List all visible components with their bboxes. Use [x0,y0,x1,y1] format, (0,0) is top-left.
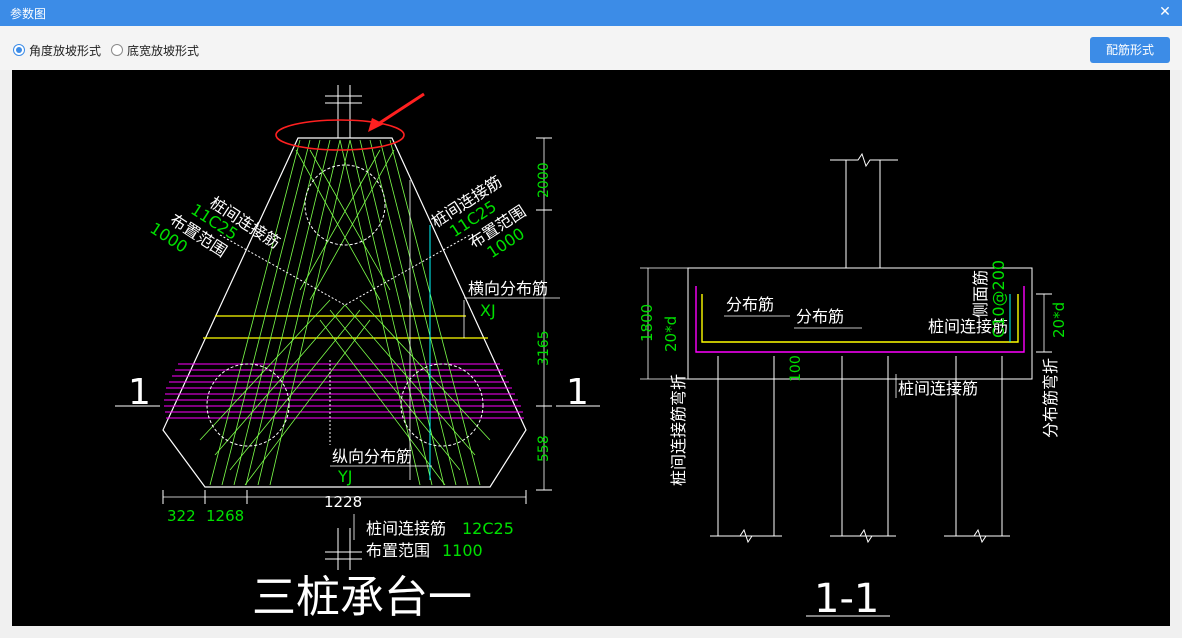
rebar-form-button[interactable]: 配筋形式 [1090,37,1170,63]
pile-top [304,164,386,246]
value-bottom-range: 1100 [442,541,483,560]
pile-bottom-right [400,363,484,447]
dim-3165: 3165 [536,330,552,366]
close-icon[interactable]: ✕ [1159,4,1171,20]
annotation-arrow-icon [368,118,384,132]
label-side: 侧面筋 [971,270,990,318]
dim-20d-left: 20*d [662,316,680,352]
green-connection-bars [199,139,491,486]
width-slope-radio[interactable]: 底宽放坡形式 [111,42,199,58]
dim-558: 558 [536,435,552,462]
section-1-1: 1800 20*d 100 分布筋 分布筋 桩间连接筋 侧面筋 C10@200 … [638,152,1068,622]
value-xj: XJ [480,301,496,320]
radio-unchecked-icon [111,44,123,56]
label-dist1: 分布筋 [726,295,774,314]
value-bottom-conn: 12C25 [462,519,514,538]
cad-drawing: 2000 3165 558 322 1268 1228 1 1 桩间连接筋 11… [115,85,1068,623]
annotation-circle [275,119,405,151]
pile-cap-plan: 2000 3165 558 322 1268 1228 1 1 桩间连接筋 11… [115,85,600,623]
right-drawing-title: 1-1 [814,576,879,622]
dim-1228: 1228 [324,493,362,511]
label-conn-bottom: 桩间连接筋 [898,379,978,398]
left-drawing-title: 三桩承台一 [252,572,472,623]
dim-20d-right: 20*d [1050,302,1068,338]
cap-outline [162,137,527,488]
magenta-bottom-bars [164,363,524,419]
dim-100: 100 [788,355,804,382]
dim-322: 322 [167,507,196,525]
radio-checked-icon [13,44,25,56]
section-mark-left: 1 [128,372,151,413]
label-bottom-range: 布置范围 [366,541,430,560]
label-transverse: 横向分布筋 [468,279,548,298]
angle-slope-radio[interactable]: 角度放坡形式 [13,42,101,58]
label-conn: 桩间连接筋 [928,317,1008,336]
cap-section [687,267,1033,380]
width-slope-label: 底宽放坡形式 [127,43,200,58]
value-side: C10@200 [989,260,1008,338]
title-bar: 参数图 ✕ [0,0,1182,26]
value-yj: YJ [337,467,353,486]
label-longitudinal: 纵向分布筋 [332,447,412,466]
toolbar: 角度放坡形式 底宽放坡形式 配筋形式 [0,26,1182,70]
window-title: 参数图 [10,7,47,21]
label-dist2: 分布筋 [796,307,844,326]
angle-slope-label: 角度放坡形式 [29,43,102,58]
dim-1268: 1268 [206,507,244,525]
parameter-drawing-canvas: 2000 3165 558 322 1268 1228 1 1 桩间连接筋 11… [12,70,1170,626]
section-mark-right: 1 [566,372,589,413]
dim-2000: 2000 [536,162,552,198]
label-vert-right: 分布筋弯折 [1041,358,1060,438]
label-bottom-conn: 桩间连接筋 [366,519,446,538]
dim-1800: 1800 [638,304,656,342]
label-vert-left: 桩间连接筋弯折 [669,374,688,486]
pile-bottom-left [206,363,290,447]
